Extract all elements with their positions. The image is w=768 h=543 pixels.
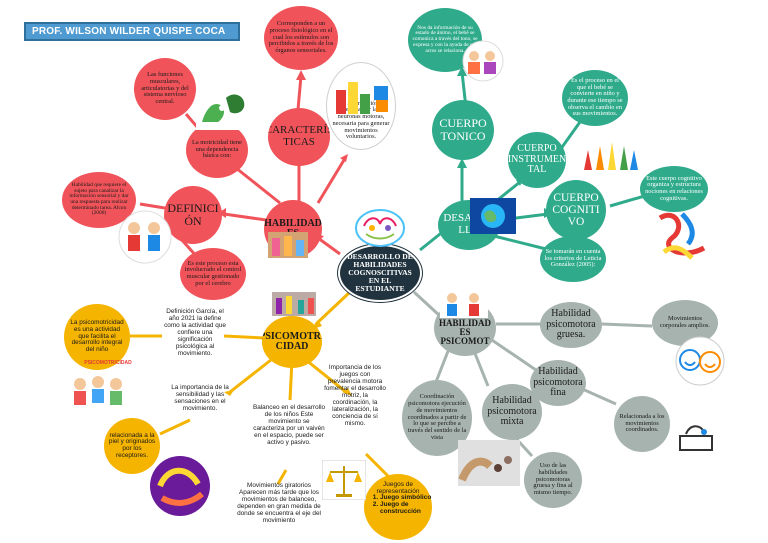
node-gruesa: Habilidad psicomotora gruesa. <box>540 302 602 348</box>
ribbon-figure-illustration <box>658 212 706 260</box>
juegos-list-item: Juego simbólico <box>380 494 446 501</box>
node-psicomotricidad: PSICOMOTRI CIDAD <box>262 316 322 368</box>
node-fina-desc: Relacionada a los movimientos coordinado… <box>614 396 670 452</box>
emoji-faces-illustration <box>675 336 725 386</box>
juegos-list: Juego simbólico Juego de construcción <box>368 494 446 515</box>
node-definicion: DEFINICI ÓN <box>164 186 222 244</box>
children-group-illustration <box>74 376 122 405</box>
juegos-list-item: Juego de construcción <box>380 501 446 515</box>
text-balanceo: Balanceo en el desarrollo de los niños E… <box>252 404 326 447</box>
globe-illustration <box>470 198 516 234</box>
children-illustration <box>118 210 172 264</box>
bells-illustration <box>584 142 638 170</box>
node-funciones-desc: Las funciones musculares, articulatorias… <box>134 58 196 120</box>
node-cuerpo-cognitivo: CUERPO COGNITI VO <box>546 180 606 240</box>
author-name: PROF. WILSON WILDER QUISPE COCA <box>32 26 226 37</box>
hands-paint-illustration <box>150 456 210 516</box>
node-caracteristicas: CARACTERÍS TICAS <box>268 108 330 166</box>
node-mixta: Habilidad psicomotora mixta <box>482 384 542 440</box>
hands-illustration <box>196 86 252 130</box>
node-center-title: DESARROLLO DE HABILIDADES COGNOSCITIVAS … <box>338 244 422 302</box>
node-fina: Habilidad psicomotora fina <box>530 360 586 406</box>
node-piel-desc: relacionada a la piel y originados por l… <box>104 418 160 474</box>
node-juegos-representacion: Juegos de representación <box>364 474 432 540</box>
node-motricidad-desc: La motricidad tiene una dependencia bási… <box>186 122 248 178</box>
kids-play-illustration <box>462 40 504 82</box>
gym-photo-illustration <box>272 292 316 316</box>
psicomotricidad-pic-label: PSICOMOTRICIDAD <box>84 360 132 366</box>
text-giratorios: Movimientos giratorios Aparecen más tard… <box>237 482 321 525</box>
author-banner: PROF. WILSON WILDER QUISPE COCA <box>24 22 240 41</box>
hand-drawing-icon <box>679 425 713 451</box>
hands-beads-illustration <box>458 440 520 486</box>
blocks-illustration <box>336 82 388 114</box>
node-criterios-desc: Se tomarán en cuenta los criterios de Le… <box>540 236 606 282</box>
node-sensorial-desc: Corresponden a un proceso fisiológico en… <box>264 6 338 70</box>
node-cuerpo-tonico: CUERPO TONICO <box>432 100 494 160</box>
text-definicion-garcia: Definición García, el año 2021 la define… <box>164 308 226 358</box>
photo-illustration <box>268 232 308 258</box>
node-mixta-desc: Uso de las habilidades psicomotoras grue… <box>524 452 582 508</box>
node-proceso-desc: Es este proceso esta involucrado el cont… <box>180 248 246 300</box>
node-actividad-desc: La psicomotricidad es una actividad que … <box>64 304 130 370</box>
brain-icon <box>355 209 405 247</box>
node-cognitivo-desc: Este cuerpo cognitivo organiza y estruct… <box>640 166 708 212</box>
text-importancia-juegos: Importancia de los juegos con prevalenci… <box>324 364 386 428</box>
text-sensibilidad: La importancia de la sensibilidad y las … <box>171 384 229 413</box>
scale-balance-icon <box>322 460 366 500</box>
node-habilidad-desc: Habilidad que requiere el sujeto para ca… <box>62 172 136 228</box>
games-illustration <box>440 286 488 318</box>
node-cuerpo-instrumental: CUERPO INSTRUMEN TAL <box>508 132 566 188</box>
node-instrumental-desc: Es el proceso en el que el bebé se convi… <box>562 70 628 126</box>
